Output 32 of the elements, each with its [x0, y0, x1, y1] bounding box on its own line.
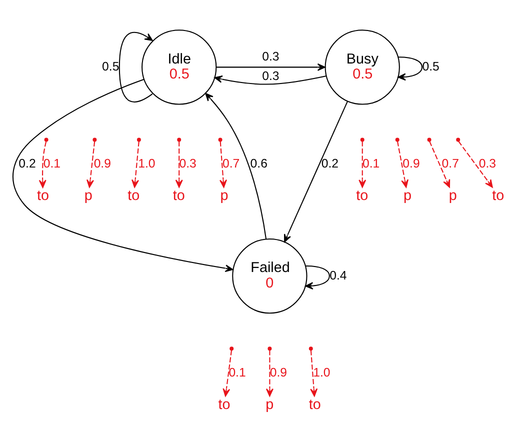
edge-label: 0.3	[478, 156, 496, 171]
edge-label: 1.0	[138, 156, 156, 171]
node-text: to	[128, 188, 140, 204]
node-text: p	[448, 188, 457, 204]
node-text: p	[220, 188, 228, 204]
node-text: to	[356, 188, 368, 204]
edge-label: 0.7	[222, 156, 240, 171]
edge-label: 0.9	[402, 156, 420, 171]
node-text: to	[308, 396, 321, 413]
node-text: to	[218, 396, 230, 413]
edge-label: 0.5	[422, 59, 440, 74]
edge-label: 0.3	[262, 69, 280, 84]
node-text: to	[492, 188, 504, 204]
edge-label: 1.0	[313, 365, 330, 380]
node-text: to	[37, 188, 50, 204]
edge-label: 0.3	[262, 50, 280, 64]
edge-label: 0.3	[179, 156, 196, 171]
edge-label: 0.2	[18, 156, 36, 171]
node-text: to	[172, 188, 185, 204]
node-text: p	[266, 396, 274, 413]
edge-label: 0.4	[330, 268, 347, 282]
edge-label: 0.2	[321, 156, 339, 171]
edge-label: 0.1	[43, 156, 61, 171]
edge-label: 0.1	[362, 156, 380, 171]
edge-label: 0.5	[102, 59, 120, 74]
node-text: p	[404, 188, 412, 204]
edge-label: 0.9	[270, 365, 288, 380]
edge-label: 0.6	[250, 156, 268, 171]
node-text: p	[84, 188, 92, 204]
edge-label: 0.7	[442, 156, 459, 171]
edge-label: 0.1	[228, 365, 246, 380]
edge-label: 0.9	[94, 156, 111, 171]
